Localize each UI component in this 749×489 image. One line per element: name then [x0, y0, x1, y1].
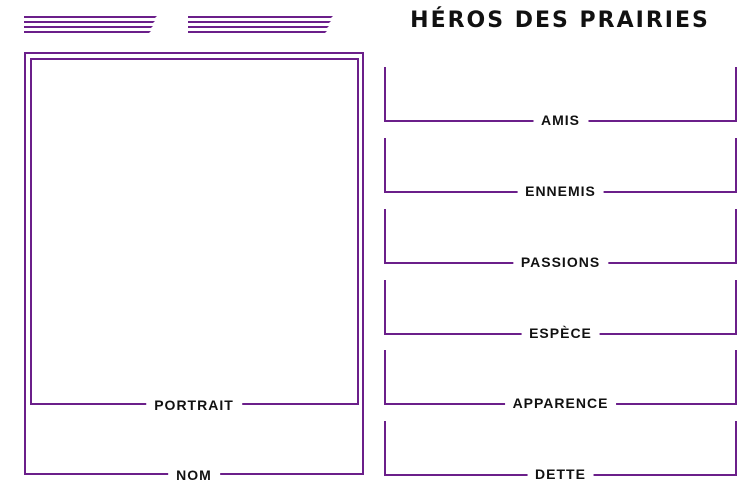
section-label-amis: AMIS — [533, 112, 588, 128]
portrait-frame[interactable] — [30, 58, 359, 405]
name-label: NOM — [168, 467, 220, 483]
section-ennemis[interactable]: ENNEMIS — [384, 138, 737, 199]
section-label-passions: PASSIONS — [512, 254, 609, 270]
section-dette[interactable]: DETTE — [384, 421, 737, 482]
section-apparence[interactable]: APPARENCE — [384, 350, 737, 411]
section-label-apparence: APPARENCE — [504, 395, 617, 411]
section-amis[interactable]: AMIS — [384, 67, 737, 128]
portrait-label: PORTRAIT — [146, 397, 242, 413]
page-title: HÉROS DES PRAIRIES — [410, 8, 710, 33]
section-label-ennemis: ENNEMIS — [517, 183, 604, 199]
section-passions[interactable]: PASSIONS — [384, 209, 737, 270]
section-espece[interactable]: ESPÈCE — [384, 280, 737, 341]
decorative-stripes-right — [188, 15, 333, 35]
section-label-dette: DETTE — [527, 466, 594, 482]
decorative-stripes-left — [24, 15, 169, 35]
section-label-espece: ESPÈCE — [521, 325, 600, 341]
